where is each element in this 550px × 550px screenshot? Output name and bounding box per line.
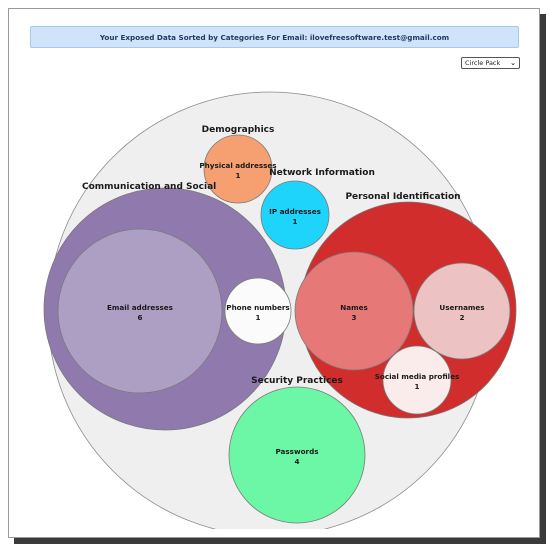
view-select[interactable]: Circle Pack ⌄ xyxy=(461,57,520,69)
bubble-label-email-addresses: Email addresses xyxy=(107,303,173,312)
category-label-demographics: Demographics xyxy=(202,125,275,135)
bubble-value-phone-numbers: 1 xyxy=(255,313,260,322)
bubble-value-ip-addresses: 1 xyxy=(292,217,297,226)
bubble-value-physical-addresses: 1 xyxy=(235,171,240,180)
bubble-label-ip-addresses: IP addresses xyxy=(269,207,321,216)
bubble-label-phone-numbers: Phone numbers xyxy=(226,303,289,312)
bubble-email-addresses[interactable] xyxy=(57,228,223,394)
bubble-value-email-addresses: 6 xyxy=(137,313,142,322)
bubble-passwords[interactable] xyxy=(228,386,366,524)
bubble-names[interactable] xyxy=(294,251,414,371)
category-label-network-information: Network Information xyxy=(269,168,375,178)
bubble-label-names: Names xyxy=(340,303,368,312)
bubble-label-social-media-profiles: Social media profiles xyxy=(375,372,460,381)
bubble-label-physical-addresses: Physical addresses xyxy=(199,161,276,170)
page-title: Your Exposed Data Sorted by Categories F… xyxy=(99,32,450,42)
category-label-personal-identification: Personal Identification xyxy=(345,192,460,202)
category-label-security-practices: Security Practices xyxy=(251,376,343,386)
bubble-value-passwords: 4 xyxy=(294,457,299,466)
window-frame: Your Exposed Data Sorted by Categories F… xyxy=(8,8,540,538)
bubble-physical-addresses[interactable] xyxy=(203,134,273,204)
bubble-value-usernames: 2 xyxy=(459,313,464,322)
bubble-value-names: 3 xyxy=(351,313,356,322)
bubble-ip-addresses[interactable] xyxy=(260,180,330,250)
chevron-down-icon: ⌄ xyxy=(510,59,516,67)
category-label-communication-and-social: Communication and Social xyxy=(82,182,216,192)
page-title-banner: Your Exposed Data Sorted by Categories F… xyxy=(30,26,519,48)
bubble-phone-numbers[interactable] xyxy=(224,277,292,345)
bubble-usernames[interactable] xyxy=(413,262,511,360)
bubble-label-passwords: Passwords xyxy=(275,447,318,456)
bubble-value-social-media-profiles: 1 xyxy=(414,382,419,391)
view-select-value: Circle Pack xyxy=(465,59,501,67)
bubble-social-media-profiles[interactable] xyxy=(382,345,452,415)
bubble-label-usernames: Usernames xyxy=(439,303,484,312)
